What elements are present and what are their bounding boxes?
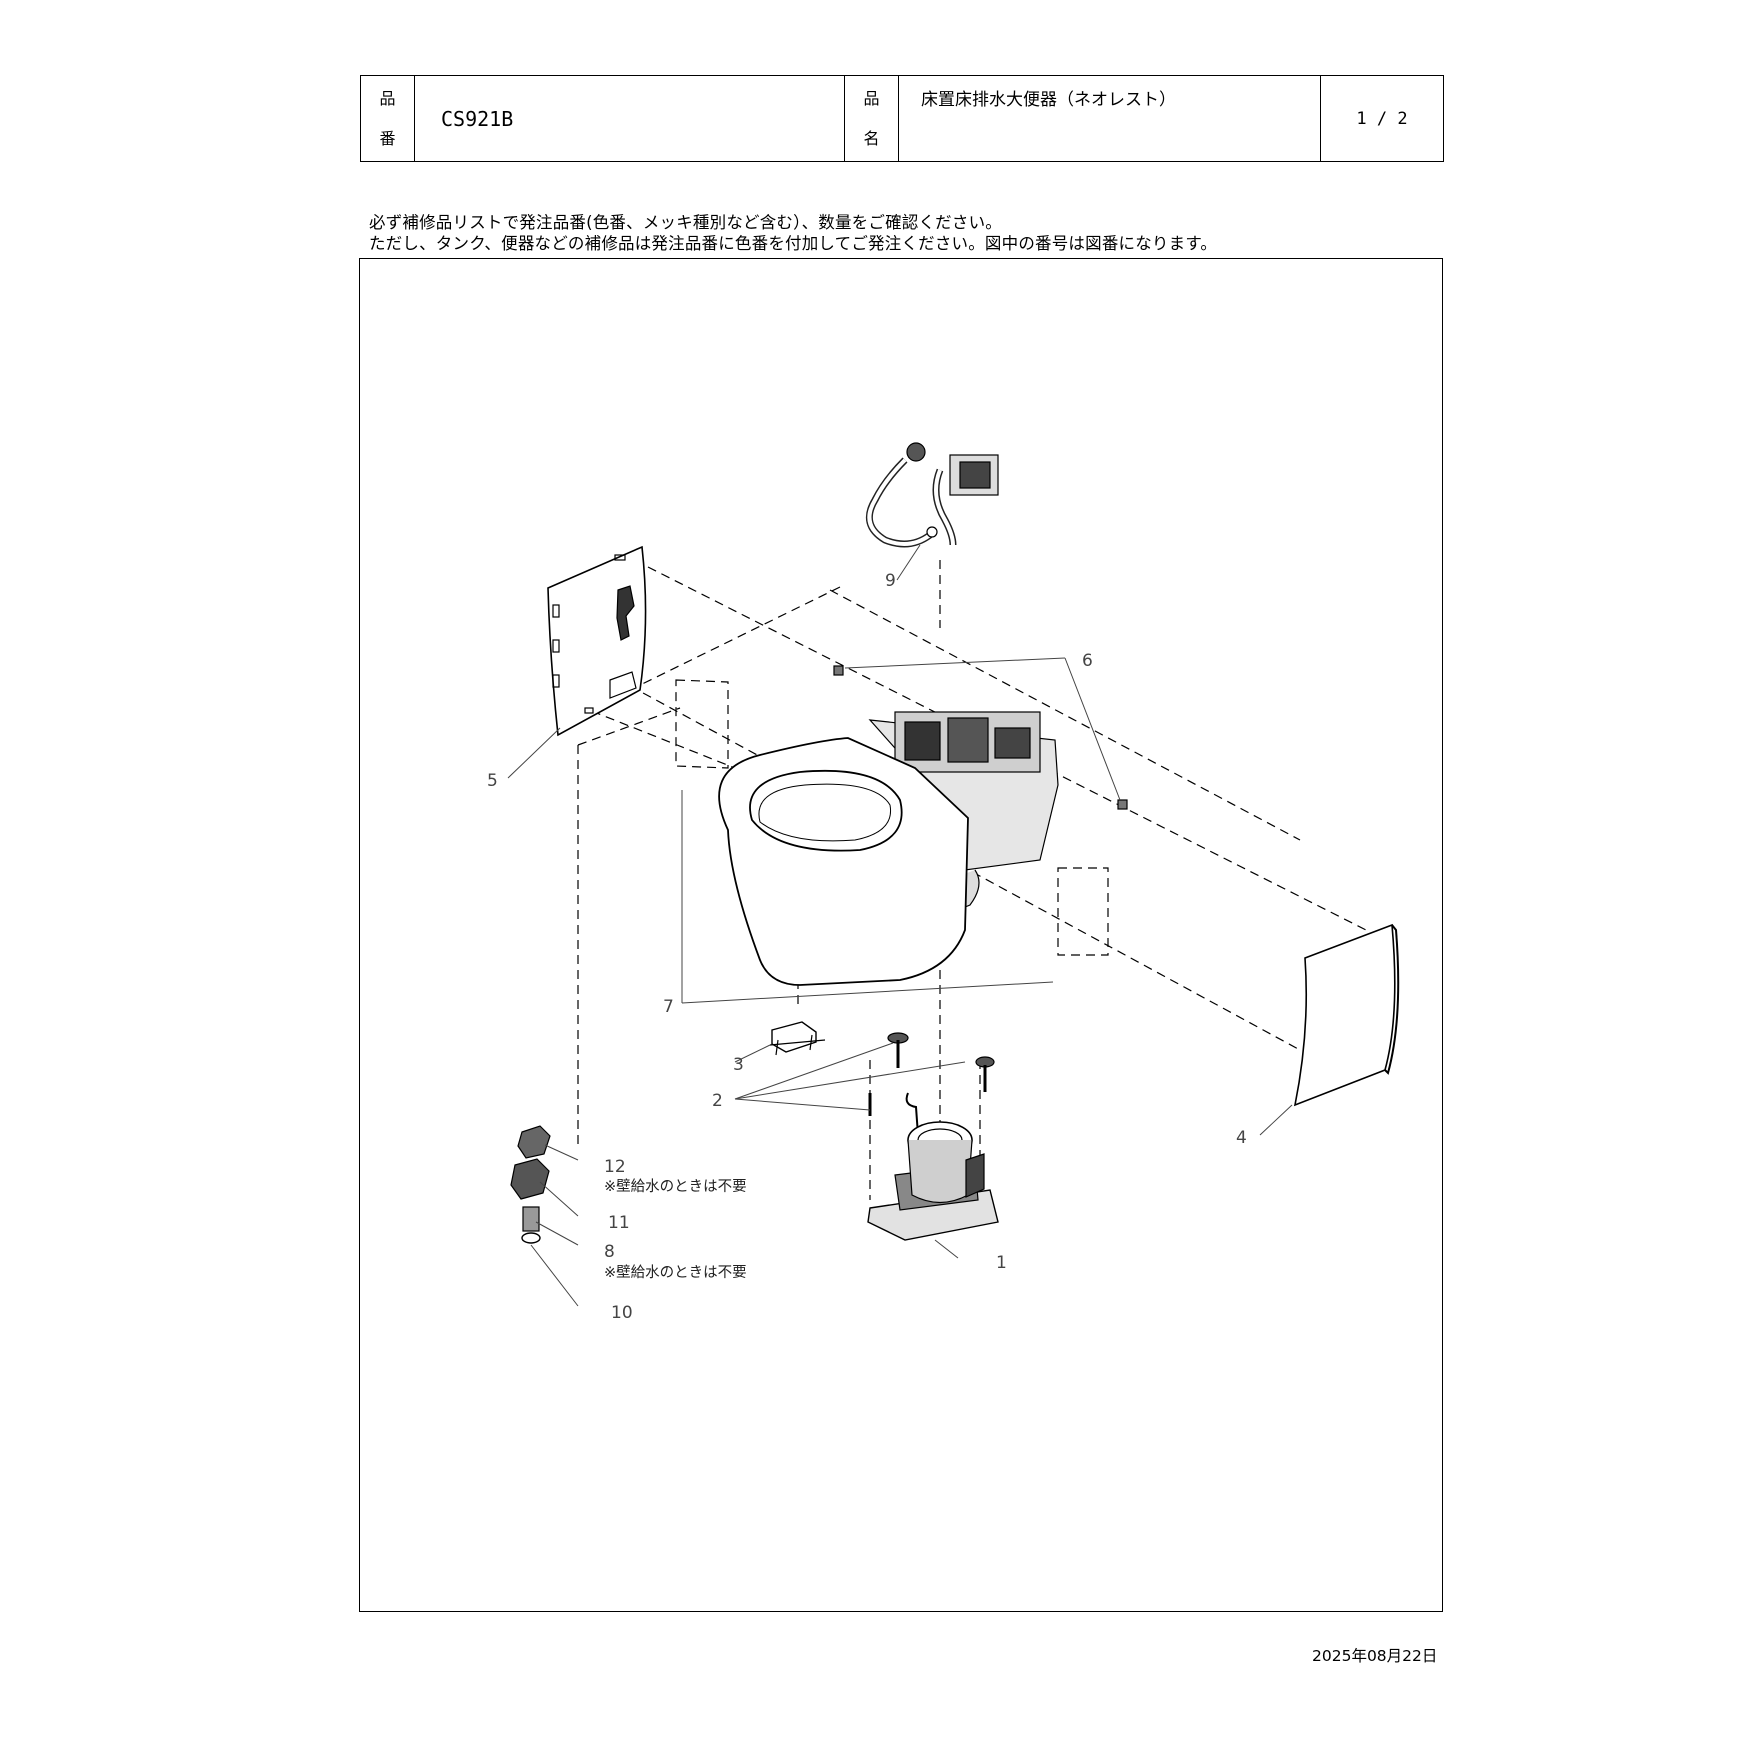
part-5-rear-cover <box>547 545 647 737</box>
part-6-clip-b <box>1117 799 1128 810</box>
callout-10: 10 <box>611 1303 633 1323</box>
toilet-bowl-body <box>718 711 1059 986</box>
callout-3: 3 <box>733 1055 744 1075</box>
callout-8: 8 <box>604 1242 615 1262</box>
instruction-line-2: ただし、タンク、便器などの補修品は発注品番に色番を付加してご発注ください。図中の… <box>369 234 1218 253</box>
callout-1: 1 <box>996 1253 1007 1273</box>
part-9-valve-unit <box>865 442 999 548</box>
part-10-washer <box>521 1232 541 1244</box>
part-2-bolts <box>868 1032 995 1116</box>
code-label: 品 番 <box>360 75 415 162</box>
callout-4: 4 <box>1236 1128 1247 1148</box>
part-3-bracket <box>769 1021 826 1056</box>
title-block: 品 番 CS921B 品 名 床置床排水大便器（ネオレスト） 1 / 2 <box>360 75 1444 162</box>
callout-5: 5 <box>487 771 498 791</box>
part-12-connector <box>517 1125 551 1159</box>
diagram-frame <box>359 258 1443 1612</box>
callout-11: 11 <box>608 1213 630 1233</box>
issue-date: 2025年08月22日 <box>1312 1647 1438 1665</box>
callout-2: 2 <box>712 1091 723 1111</box>
callout-7: 7 <box>663 997 674 1017</box>
callout-9: 9 <box>885 571 896 591</box>
part-1-base-flange <box>867 1092 999 1241</box>
part-6-clip-a <box>833 665 844 676</box>
instruction-line-1: 必ず補修品リストで発注品番(色番、メッキ種別など含む）、数量をご確認ください。 <box>369 213 1002 232</box>
supply-fittings <box>510 1125 551 1244</box>
product-name: 床置床排水大便器（ネオレスト） <box>898 75 1321 162</box>
callout-8-note: ※壁給水のときは不要 <box>604 1264 747 1281</box>
product-code: CS921B <box>414 75 845 162</box>
part-8-fitting <box>522 1206 540 1232</box>
leader-lines <box>507 544 1293 1307</box>
callout-12: 12 <box>604 1157 626 1177</box>
part-4-front-panel <box>1293 923 1400 1107</box>
callout-6: 6 <box>1082 651 1093 671</box>
name-label: 品 名 <box>844 75 899 162</box>
callout-12-note: ※壁給水のときは不要 <box>604 1178 747 1195</box>
part-11-valve <box>510 1158 550 1200</box>
page-number: 1 / 2 <box>1320 75 1444 162</box>
